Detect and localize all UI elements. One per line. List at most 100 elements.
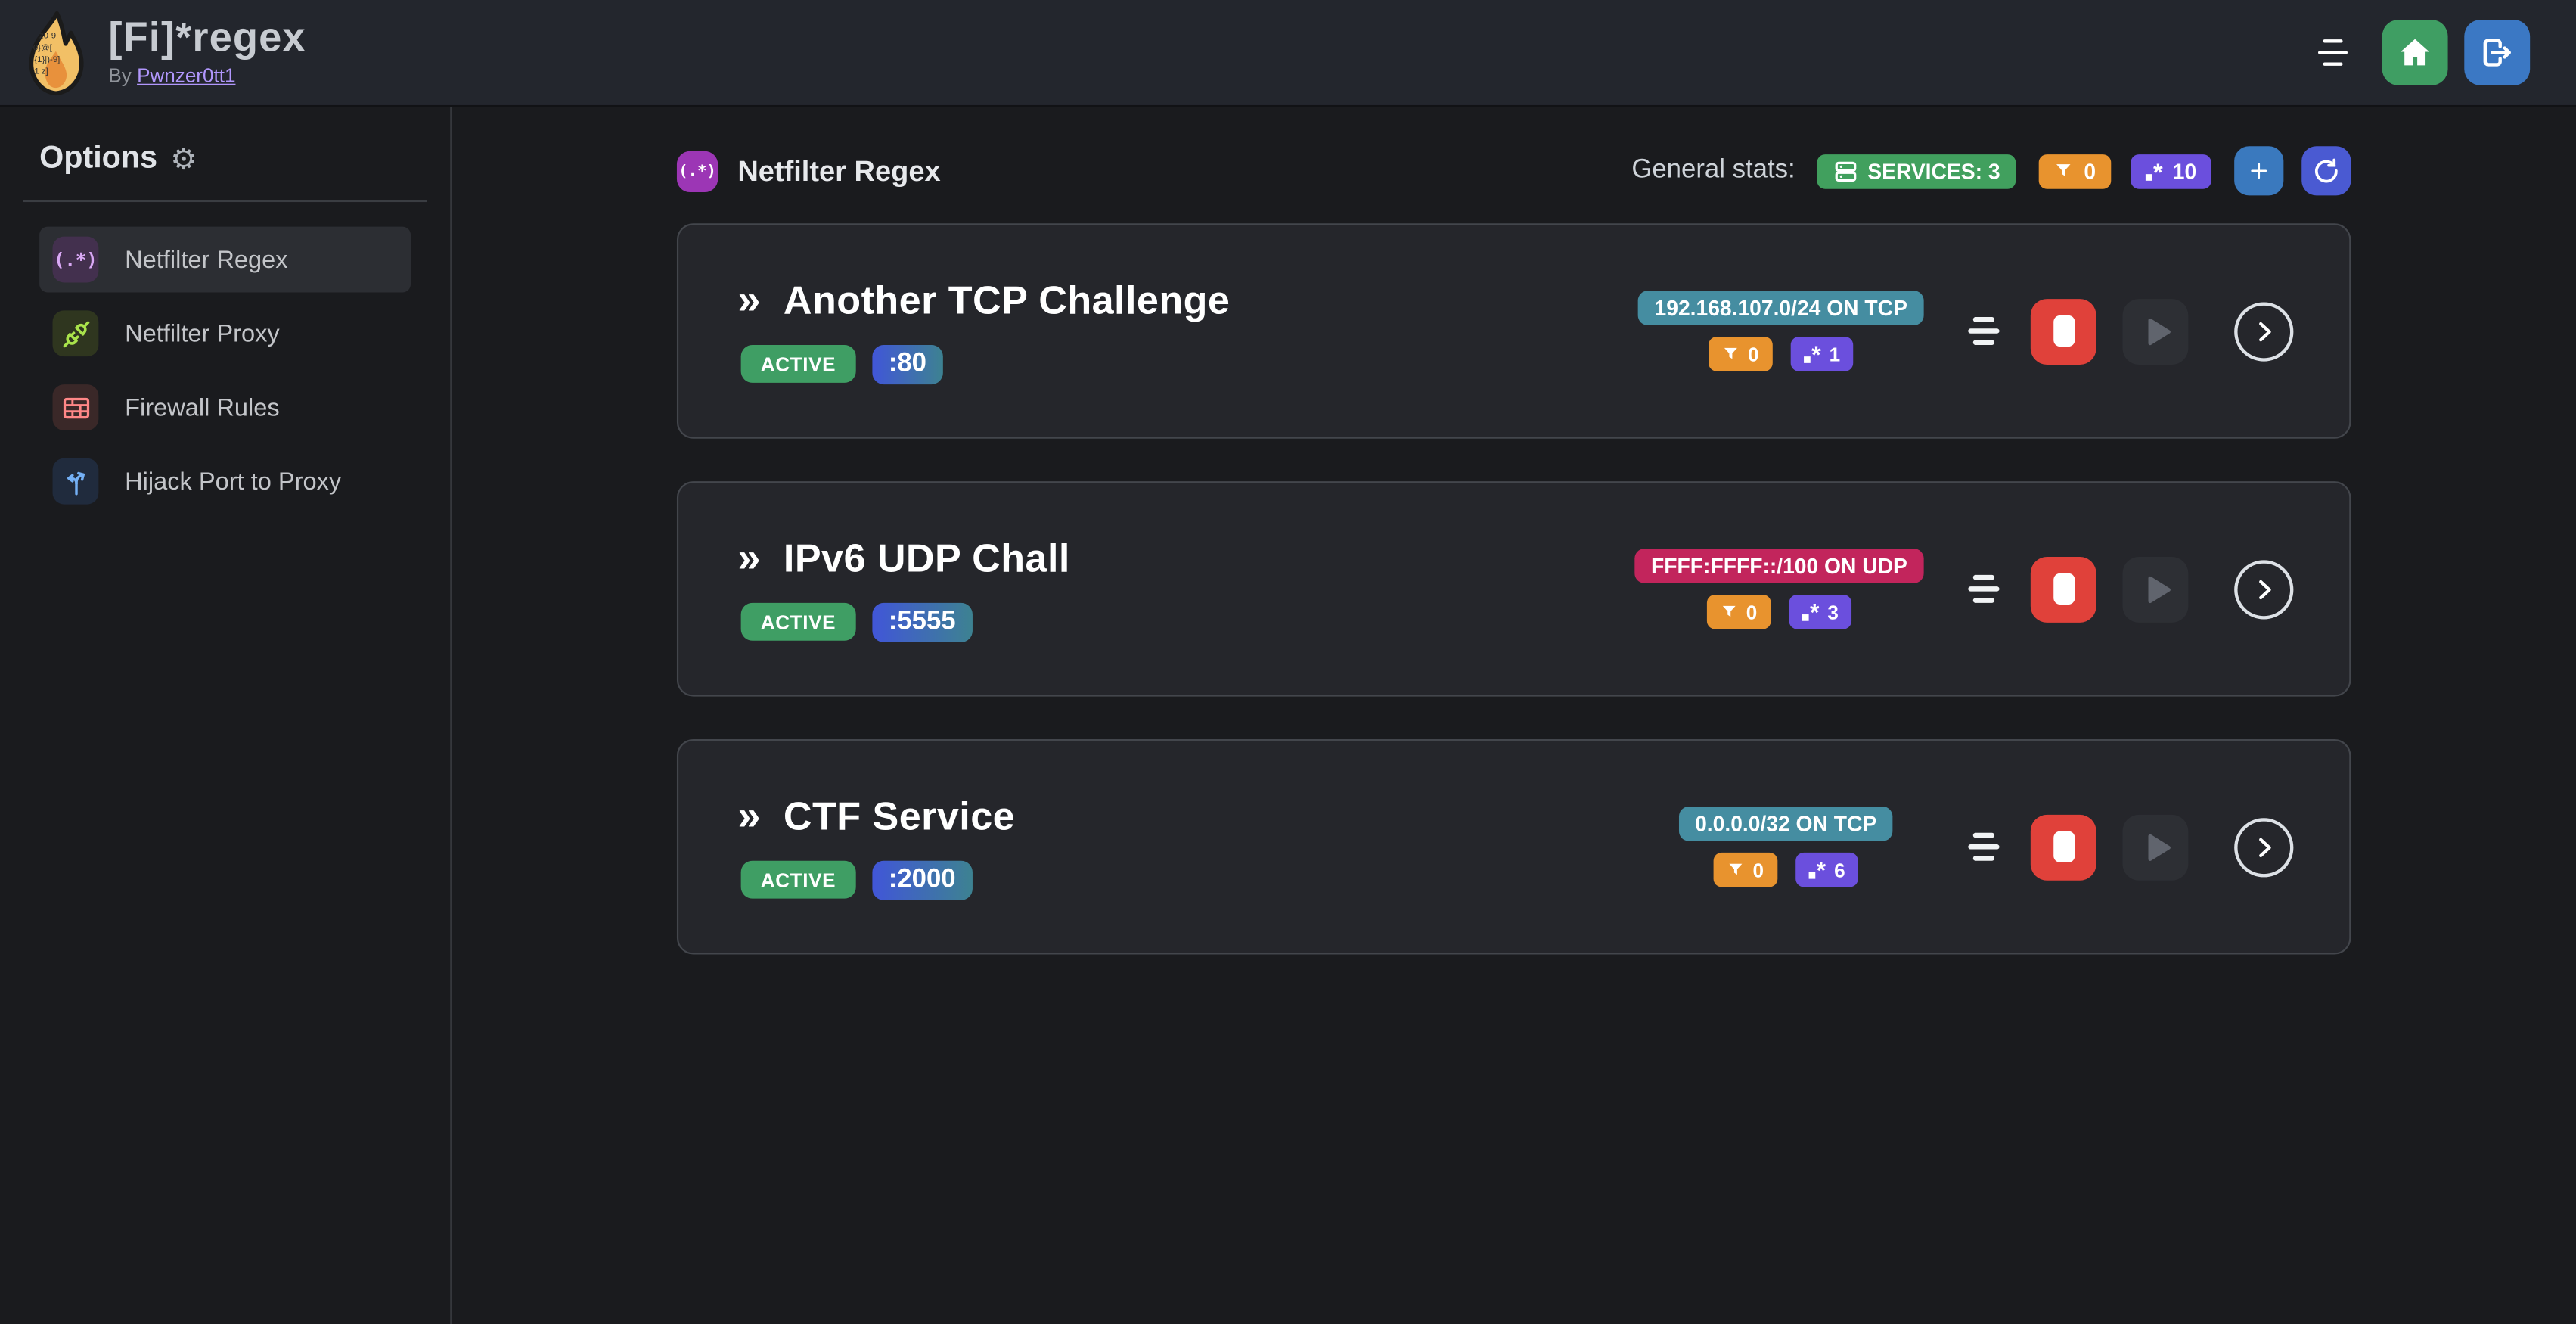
stop-icon (2053, 315, 2075, 347)
sidebar-item-label: Netfilter Regex (125, 245, 288, 274)
sidebar: Options ⚙ (.*) Netfilter Regex Netfilter… (0, 107, 452, 1324)
service-info: » Another TCP Challenge ACTIVE :80 (737, 278, 1230, 384)
logout-icon (2483, 39, 2511, 67)
play-button[interactable] (2122, 813, 2189, 880)
regex-count-badge: * 10 (2130, 154, 2211, 188)
service-controls: 0.0.0.0/32 ON TCP 0 * 6 (1648, 807, 2294, 887)
regex-count-badge: * 3 (1788, 594, 1852, 629)
gear-icon: ⚙ (170, 141, 197, 176)
regex-icon: * (1803, 343, 1821, 368)
service-controls: 192.168.107.0/24 ON TCP 0 * 1 (1637, 291, 2294, 371)
flame-logo-icon: -z0-9 0}@[ {1}|)-9] 1 z] (29, 10, 84, 95)
stop-button[interactable] (2030, 298, 2096, 364)
service-list: » Another TCP Challenge ACTIVE :80 192.1… (676, 223, 2351, 955)
status-badge: ACTIVE (740, 602, 856, 641)
plus-icon (2251, 163, 2267, 179)
svg-text:-z0-9: -z0-9 (36, 31, 56, 40)
address-badge: FFFF:FFFF::/100 ON UDP (1634, 549, 1924, 583)
double-chevron-icon: » (737, 793, 761, 840)
stop-button[interactable] (2030, 813, 2096, 880)
byline-prefix: By (108, 64, 132, 88)
filter-icon (2057, 164, 2072, 176)
services-count-badge: SERVICES: 3 (1816, 154, 2017, 188)
sidebar-item-firewall-rules[interactable]: Firewall Rules (39, 375, 411, 440)
open-service-button[interactable] (2234, 301, 2294, 361)
sidebar-item-label: Netfilter Proxy (125, 319, 280, 348)
address-badge: 192.168.107.0/24 ON TCP (1637, 291, 1924, 325)
sidebar-heading-label: Options (39, 141, 158, 176)
stop-button[interactable] (2030, 555, 2096, 622)
port-badge: :2000 (872, 859, 973, 900)
svg-text:{1}|)-9]: {1}|)-9] (34, 54, 60, 64)
menu-icon[interactable] (2317, 39, 2348, 67)
port-badge: :5555 (872, 601, 973, 642)
chevron-right-icon (2259, 579, 2271, 599)
main-area: (.*) Netfilter Regex General stats: SERV… (452, 107, 2576, 1324)
service-menu-icon[interactable] (1968, 833, 2000, 861)
add-service-button[interactable] (2234, 146, 2284, 196)
sidebar-item-label: Firewall Rules (125, 393, 280, 421)
status-badge: ACTIVE (740, 344, 856, 383)
sidebar-item-netfilter-proxy[interactable]: Netfilter Proxy (39, 300, 411, 366)
play-icon (2148, 575, 2171, 603)
play-button[interactable] (2122, 298, 2189, 364)
sidebar-divider (23, 200, 427, 203)
play-icon (2148, 833, 2171, 860)
section-header: (.*) Netfilter Regex General stats: SERV… (676, 146, 2351, 196)
author-link[interactable]: Pwnzer0tt1 (137, 64, 236, 88)
service-card: » Another TCP Challenge ACTIVE :80 192.1… (676, 223, 2351, 439)
status-badge: ACTIVE (740, 860, 856, 899)
refresh-button[interactable] (2301, 146, 2351, 196)
filter-icon (1729, 863, 1743, 875)
regex-icon: * (1808, 859, 1826, 884)
port-badge: :80 (872, 343, 943, 384)
filter-icon (1722, 605, 1736, 617)
refresh-icon (2314, 158, 2338, 183)
open-service-button[interactable] (2234, 817, 2294, 877)
service-title: Another TCP Challenge (783, 278, 1231, 323)
filtered-packets-badge: 0 (2039, 154, 2111, 188)
service-info: » IPv6 UDP Chall ACTIVE :5555 (737, 536, 1069, 642)
open-service-button[interactable] (2234, 559, 2294, 619)
service-menu-icon[interactable] (1968, 317, 2000, 345)
section-title: Netfilter Regex (737, 154, 941, 187)
regex-icon: (.*) (52, 236, 99, 283)
general-stats: General stats: SERVICES: 3 (1631, 146, 2351, 196)
brand-block: [Fi]*regex By Pwnzer0tt1 (108, 14, 306, 87)
double-chevron-icon: » (737, 535, 761, 582)
regex-icon: * (2145, 160, 2163, 185)
sidebar-item-hijack-port-to-proxy[interactable]: Hijack Port to Proxy (39, 449, 411, 514)
home-icon (2401, 39, 2430, 66)
service-menu-icon[interactable] (1968, 575, 2000, 603)
svg-text:0}@[: 0}@[ (33, 42, 53, 51)
proxy-icon (52, 310, 99, 357)
home-button[interactable] (2382, 20, 2448, 85)
address-badge: 0.0.0.0/32 ON TCP (1678, 807, 1893, 841)
play-button[interactable] (2122, 555, 2189, 622)
play-icon (2148, 317, 2171, 345)
service-card: » IPv6 UDP Chall ACTIVE :5555 FFFF:FFFF:… (676, 481, 2351, 697)
navbar-actions (2317, 20, 2531, 85)
stop-icon (2053, 831, 2075, 862)
svg-text:1 z]: 1 z] (34, 67, 48, 76)
regex-count-badge: * 6 (1795, 852, 1858, 887)
app-title: [Fi]*regex (108, 14, 306, 61)
hijack-icon (52, 458, 99, 505)
sidebar-heading: Options ⚙ (39, 141, 450, 178)
filtered-packets-badge: 0 (1713, 852, 1777, 887)
chevron-right-icon (2259, 321, 2271, 341)
filter-icon (1724, 347, 1737, 359)
service-controls: FFFF:FFFF::/100 ON UDP 0 * 3 (1634, 549, 2294, 629)
double-chevron-icon: » (737, 277, 761, 324)
navbar: -z0-9 0}@[ {1}|)-9] 1 z] [Fi]*regex By P… (0, 0, 2576, 107)
sidebar-item-label: Hijack Port to Proxy (125, 467, 342, 496)
byline: By Pwnzer0tt1 (108, 64, 306, 87)
regex-section-icon: (.*) (676, 150, 718, 191)
sidebar-item-netfilter-regex[interactable]: (.*) Netfilter Regex (39, 226, 411, 293)
service-title: CTF Service (783, 794, 1016, 839)
logout-button[interactable] (2464, 20, 2531, 85)
filtered-packets-badge: 0 (1706, 594, 1771, 629)
stop-icon (2053, 573, 2075, 605)
service-card: » CTF Service ACTIVE :2000 0.0.0.0/32 ON… (676, 739, 2351, 955)
